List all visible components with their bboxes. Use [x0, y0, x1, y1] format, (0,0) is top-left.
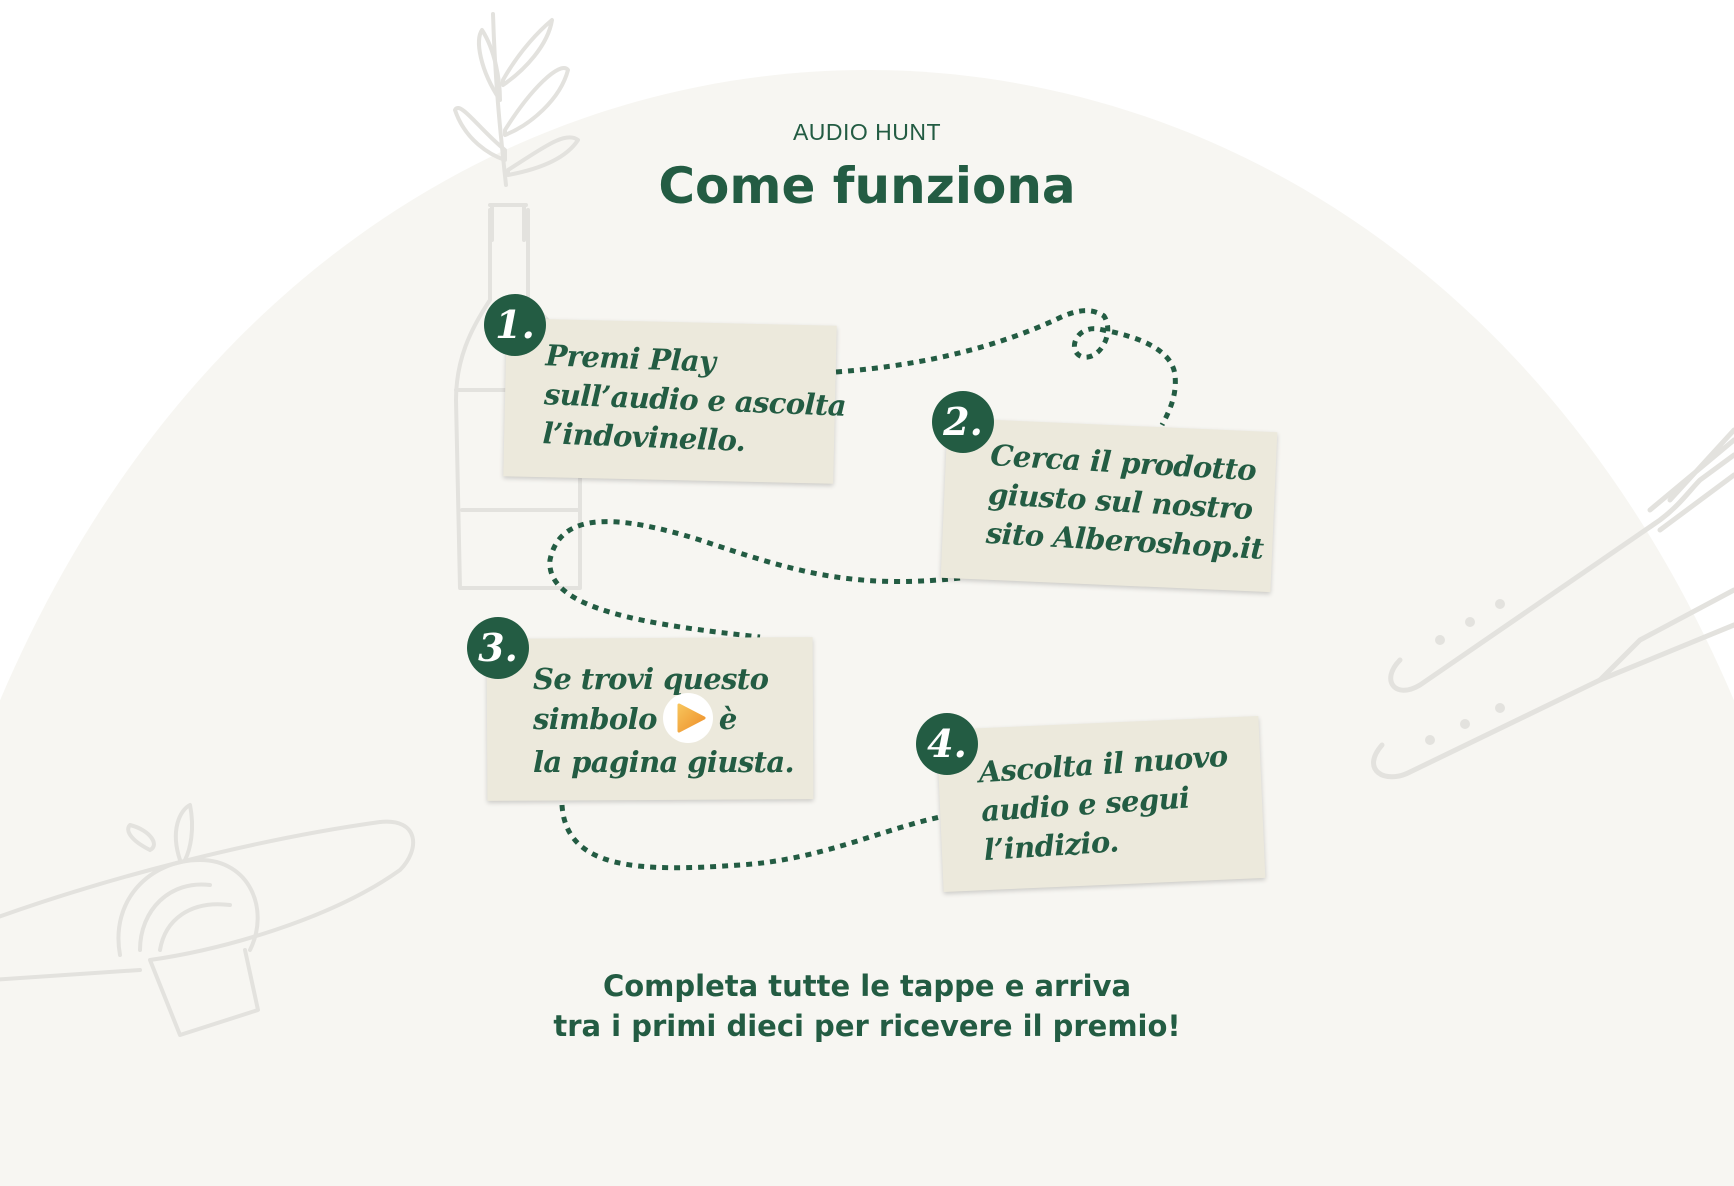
step-number-2: 2. — [932, 391, 994, 453]
step-number-4: 4. — [916, 713, 978, 775]
spaghetti-plate-doodle — [0, 803, 415, 1037]
dotted-path — [547, 308, 1178, 871]
background-arc — [0, 70, 1734, 1186]
step-text-1: Premi Play sull’audio e ascolta l’indovi… — [541, 338, 847, 458]
step-number-1: 1. — [484, 294, 546, 356]
prize-note-line-2: tra i primi dieci per ricevere il premio… — [553, 1009, 1181, 1043]
section-header: AUDIO HUNT Come funziona — [0, 118, 1734, 216]
prize-note-line-1: Completa tutte le tappe e arriva — [602, 969, 1132, 1003]
orange-play-icon — [662, 693, 713, 743]
step-text-2: Cerca il prodotto giusto sul nostro sito… — [985, 438, 1265, 566]
step-number-3: 3. — [467, 617, 529, 679]
step-text-4: Ascolta il nuovo audio e segui l’indizio… — [977, 738, 1229, 868]
cutlery-doodle — [1371, 427, 1734, 780]
prize-note: Completa tutte le tappe e arriva tra i p… — [0, 966, 1734, 1046]
page-title: Come funziona — [658, 157, 1076, 215]
eyebrow-label: AUDIO HUNT — [792, 119, 942, 145]
